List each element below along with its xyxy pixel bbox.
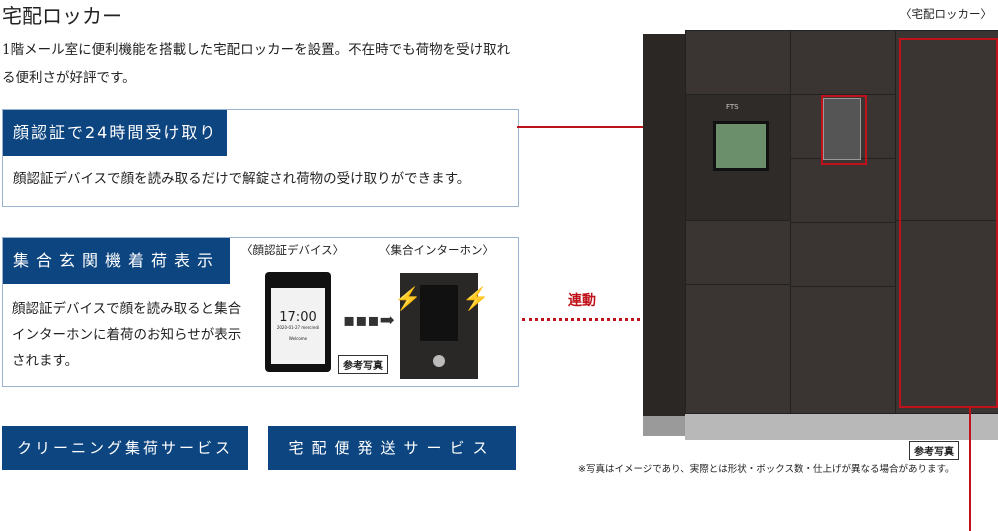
intercom-image: ⚡ ⚡: [394, 273, 489, 379]
intercom-label: 〈集合インターホン〉: [379, 243, 494, 257]
lightning-icon: ⚡: [462, 287, 490, 312]
feature-heading: 集合玄関機着荷表示: [3, 238, 231, 284]
locker-label: 〈宅配ロッカー〉: [900, 7, 992, 21]
face-auth-highlight: [821, 95, 867, 165]
link-label: 連動: [568, 293, 596, 309]
locker-brand: FTS: [726, 103, 739, 111]
lightning-icon: ⚡: [394, 287, 422, 312]
device-date: 2020-01-27 mercredi: [276, 325, 320, 330]
locker-pointer-line: [969, 406, 971, 531]
page-title: 宅配ロッカー: [2, 4, 122, 28]
device-welcome: Welcome: [288, 336, 308, 341]
device-time: 17:00: [279, 310, 317, 325]
locker-column-highlight: [899, 38, 998, 408]
feature-text: 顔認証デバイスで顔を読み取るだけで解錠され荷物の受け取りができます。: [13, 171, 471, 187]
device-label: 〈顔認証デバイス〉: [241, 243, 345, 257]
feature-heading: 顔認証で24時間受け取り: [3, 110, 228, 156]
locker-screen: [713, 121, 769, 171]
link-dots: [522, 318, 640, 321]
ref-photo-tag: 参考写真: [338, 355, 388, 374]
shipping-service-button[interactable]: 宅配便発送サービス: [268, 426, 516, 470]
feature-face-auth: 顔認証で24時間受け取り 顔認証デバイスで顔を読み取るだけで解錠され荷物の受け取…: [2, 109, 519, 207]
locker-note: ※写真はイメージであり、実際とは形状・ボックス数・仕上げが異なる場合があります。: [578, 464, 955, 475]
cleaning-service-button[interactable]: クリーニング集荷サービス: [2, 426, 248, 470]
intro-text: 1階メール室に便利機能を搭載した宅配ロッカーを設置。不在時でも荷物を受け取れる便…: [2, 42, 511, 86]
face-auth-device-image: 17:00 2020-01-27 mercredi Welcome: [265, 272, 331, 372]
locker-image: FTS: [643, 30, 998, 440]
face-auth-unit: [823, 98, 861, 160]
locker-ref-photo-tag: 参考写真: [909, 441, 959, 460]
feature-arrival-display: 集合玄関機着荷表示 顔認証デバイスで顔を読み取ると集合インターホンに着荷のお知ら…: [2, 237, 519, 387]
feature-text: 顔認証デバイスで顔を読み取ると集合インターホンに着荷のお知らせが表示されます。: [12, 301, 242, 369]
arrow-icon: ▪▪▪➡: [343, 310, 395, 331]
